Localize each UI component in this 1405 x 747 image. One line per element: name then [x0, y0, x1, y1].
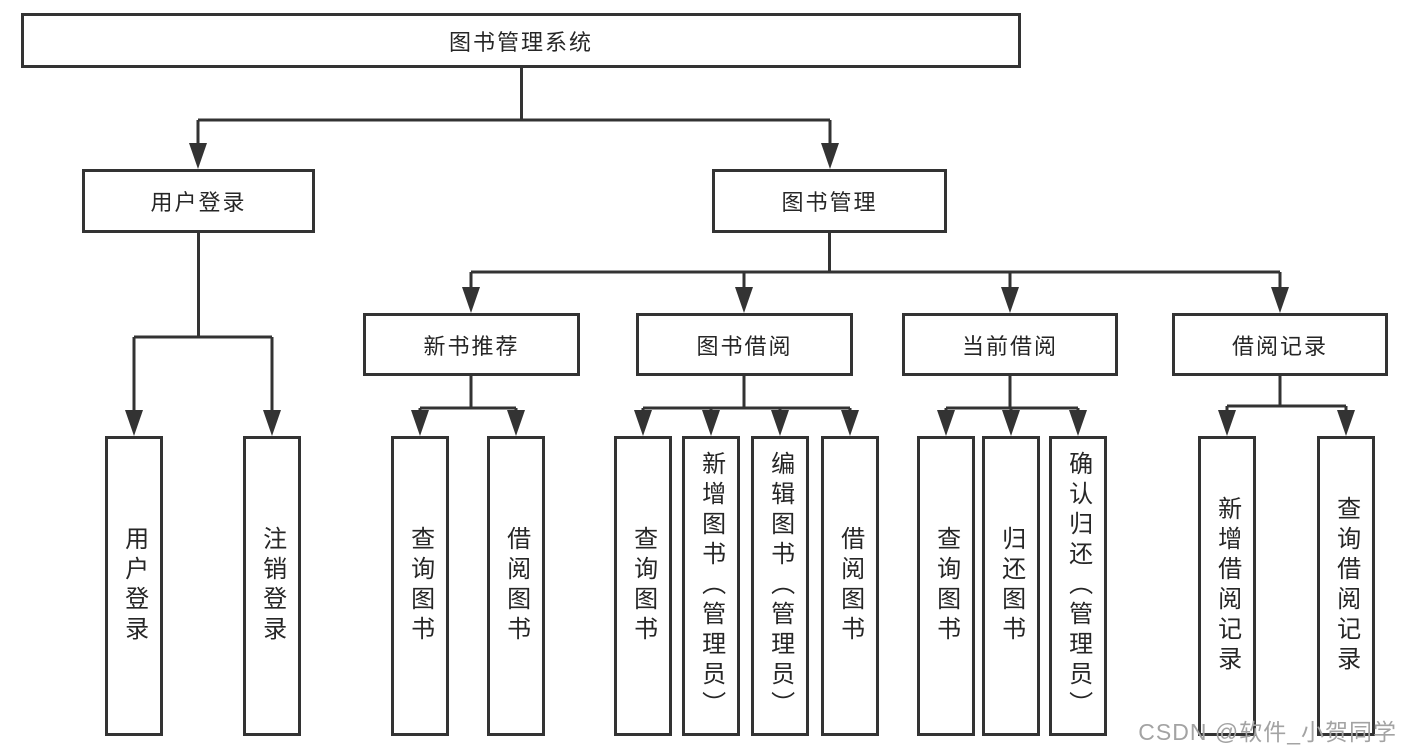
node-cb-confirm-return-admin-label: 确认归还（管理员） — [1064, 451, 1092, 721]
node-user-login-action-label: 用户登录 — [120, 526, 148, 646]
node-bb-query-books-label: 查询图书 — [629, 526, 657, 646]
node-borrowing-records: 借阅记录 — [1172, 313, 1388, 376]
connector-root-children — [189, 68, 839, 169]
node-cb-query-books: 查询图书 — [917, 436, 975, 736]
connector-book-borrowing-children — [634, 376, 859, 436]
node-rec-query-books-label: 查询图书 — [406, 526, 434, 646]
arrowhead-icon — [771, 410, 789, 436]
node-cb-return-books: 归还图书 — [982, 436, 1040, 736]
node-logout-label: 注销登录 — [258, 526, 286, 646]
node-bb-add-books-admin-label: 新增图书（管理员） — [697, 451, 725, 721]
node-book-borrowing: 图书借阅 — [636, 313, 853, 376]
node-cb-confirm-return-admin: 确认归还（管理员） — [1049, 436, 1107, 736]
node-library-management-system-label: 图书管理系统 — [448, 29, 593, 55]
node-rec-borrow-books-label: 借阅图书 — [502, 526, 530, 646]
node-logout: 注销登录 — [243, 436, 301, 736]
connector-user-login-children — [125, 233, 281, 436]
node-borrowing-records-label: 借阅记录 — [1231, 333, 1328, 359]
node-br-add-record: 新增借阅记录 — [1198, 436, 1256, 736]
arrowhead-icon — [1001, 287, 1019, 313]
node-bb-borrow-books-label: 借阅图书 — [836, 526, 864, 646]
node-book-borrowing-label: 图书借阅 — [696, 333, 793, 359]
csdn-watermark: CSDN @软件_小贺同学 — [1138, 719, 1397, 745]
node-user-login-label: 用户登录 — [150, 190, 247, 215]
node-current-borrowing: 当前借阅 — [902, 313, 1118, 376]
node-bb-edit-books-admin: 编辑图书（管理员） — [751, 436, 809, 736]
node-bb-edit-books-admin-label: 编辑图书（管理员） — [766, 451, 794, 721]
connector-new-book-rec-children — [411, 376, 525, 436]
arrowhead-icon — [1218, 410, 1236, 436]
node-rec-borrow-books: 借阅图书 — [487, 436, 545, 736]
connector-book-management-children — [462, 233, 1289, 313]
arrowhead-icon — [1069, 410, 1087, 436]
node-current-borrowing-label: 当前借阅 — [961, 333, 1058, 359]
arrowhead-icon — [1002, 410, 1020, 436]
connector-current-borrowing-children — [937, 376, 1087, 436]
arrowhead-icon — [702, 410, 720, 436]
arrowhead-icon — [1271, 287, 1289, 313]
node-user-login: 用户登录 — [82, 169, 315, 233]
node-library-management-system: 图书管理系统 — [21, 13, 1021, 68]
arrowhead-icon — [735, 287, 753, 313]
arrowhead-icon — [821, 143, 839, 169]
arrowhead-icon — [507, 410, 525, 436]
arrowhead-icon — [937, 410, 955, 436]
arrowhead-icon — [634, 410, 652, 436]
arrowhead-icon — [263, 410, 281, 436]
connector-borrowing-records-children — [1218, 376, 1355, 436]
arrowhead-icon — [411, 410, 429, 436]
node-cb-return-books-label: 归还图书 — [997, 526, 1025, 646]
node-book-management-label: 图书管理 — [781, 190, 878, 215]
node-user-login-action: 用户登录 — [105, 436, 163, 736]
arrowhead-icon — [125, 410, 143, 436]
arrowhead-icon — [189, 143, 207, 169]
node-br-query-record-label: 查询借阅记录 — [1332, 496, 1360, 676]
node-br-query-record: 查询借阅记录 — [1317, 436, 1375, 736]
node-rec-query-books: 查询图书 — [391, 436, 449, 736]
node-new-book-recommendation: 新书推荐 — [363, 313, 580, 376]
arrowhead-icon — [1337, 410, 1355, 436]
node-book-management: 图书管理 — [712, 169, 947, 233]
node-bb-query-books: 查询图书 — [614, 436, 672, 736]
node-new-book-recommendation-label: 新书推荐 — [423, 333, 520, 359]
node-bb-add-books-admin: 新增图书（管理员） — [682, 436, 740, 736]
node-cb-query-books-label: 查询图书 — [932, 526, 960, 646]
arrowhead-icon — [841, 410, 859, 436]
node-br-add-record-label: 新增借阅记录 — [1213, 496, 1241, 676]
node-bb-borrow-books: 借阅图书 — [821, 436, 879, 736]
arrowhead-icon — [462, 287, 480, 313]
